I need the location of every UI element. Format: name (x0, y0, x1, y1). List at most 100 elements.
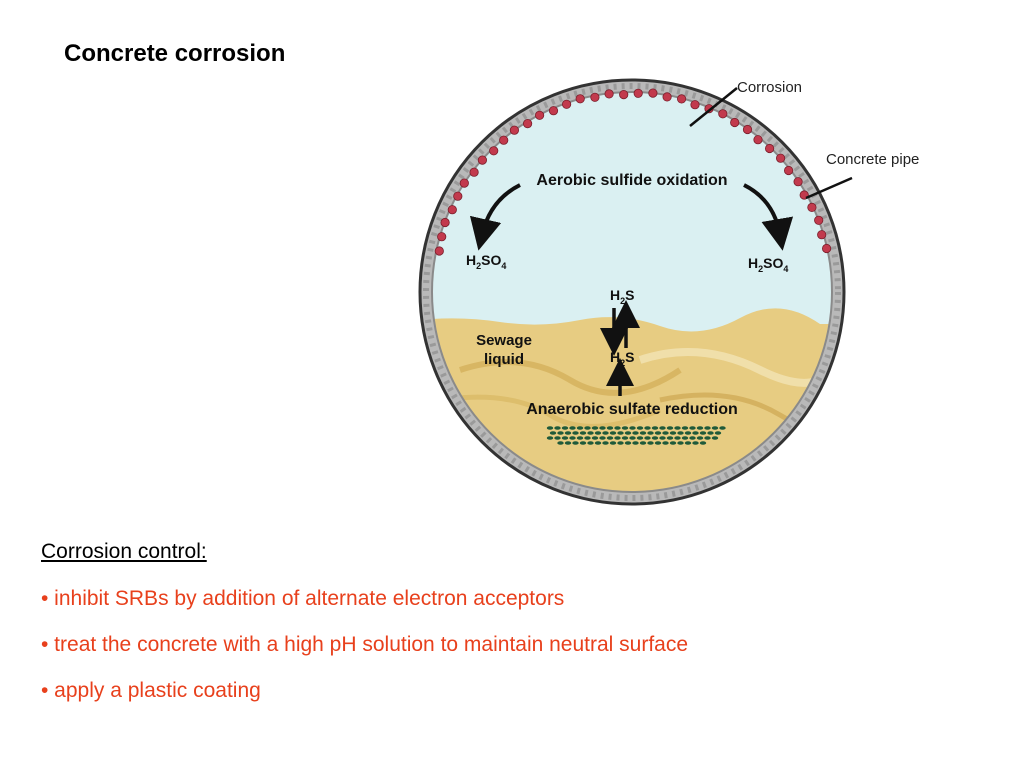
corrosion-deposit (562, 99, 572, 109)
sludge-particle (684, 431, 692, 435)
sludge-particle (714, 431, 722, 435)
sludge-particle (632, 431, 639, 435)
sludge-particle (681, 436, 689, 440)
control-bullet: • apply a plastic coating (41, 679, 261, 702)
sludge-particle (639, 431, 647, 435)
sludge-particle (711, 426, 719, 430)
corrosion-deposit (453, 191, 463, 201)
corrosion-deposit (535, 110, 545, 120)
sludge-particle (572, 441, 579, 445)
sludge-particle (707, 431, 714, 435)
sludge-particle (576, 436, 584, 440)
corrosion-deposit (783, 165, 794, 176)
sludge-particle (564, 441, 572, 445)
corrosion-deposit (807, 202, 817, 212)
corrosion-deposit (753, 135, 763, 145)
control-bullet: • treat the concrete with a high pH solu… (41, 633, 689, 656)
sludge-particle (561, 436, 569, 440)
sludge-particle (579, 441, 587, 445)
sludge-particle (654, 441, 662, 445)
sludge-particle (579, 431, 587, 435)
corrosion-deposit (548, 106, 559, 116)
sludge-particle (689, 426, 696, 430)
sludge-particle (662, 441, 669, 445)
sludge-particle (584, 426, 591, 430)
pipe-callout-line (805, 176, 853, 200)
corrosion-deposit (469, 167, 479, 177)
concrete-pipe-diagram: Corrosion Concrete pipe Aerobic sulfide … (418, 78, 919, 506)
corrosion-deposit (447, 205, 457, 215)
corrosion-deposits (434, 88, 832, 256)
corrosion-deposit (509, 125, 520, 135)
sludge-particle (674, 426, 681, 430)
control-bullet: • inhibit SRBs by addition of alternate … (41, 587, 565, 610)
sludge-particle (576, 426, 584, 430)
sludge-particle (572, 431, 579, 435)
corrosion-callout-line (689, 87, 738, 127)
sludge-particle (609, 431, 617, 435)
sludge-particle (617, 431, 624, 435)
corrosion-deposit (633, 88, 643, 98)
sludge-particle (546, 436, 554, 440)
corrosion-deposit (440, 217, 450, 228)
sludge-particle (569, 426, 576, 430)
sludge-particle (629, 436, 636, 440)
sludge-particle (554, 436, 561, 440)
sludge-particle (669, 431, 677, 435)
sludge-particle (549, 431, 557, 435)
corrosion-deposit (604, 89, 614, 99)
sludge-particle (674, 436, 681, 440)
sludge-layer (546, 426, 726, 445)
sludge-particle (609, 441, 617, 445)
sludge-particle (677, 431, 684, 435)
corrosion-deposit (793, 177, 803, 187)
sludge-particle (621, 436, 629, 440)
corrosion-deposit (575, 94, 585, 104)
sludge-particle (632, 441, 639, 445)
sludge-particle (617, 441, 624, 445)
corrosion-deposit (775, 153, 786, 163)
sludge-particle (561, 426, 569, 430)
sludge-particle (614, 436, 621, 440)
sludge-particle (666, 426, 674, 430)
sludge-particle (606, 426, 614, 430)
corrosion-deposit (499, 135, 509, 145)
sludge-particle (624, 441, 632, 445)
sludge-particle (699, 431, 707, 435)
sludge-particle (644, 426, 651, 430)
h2so4-left-label: H2SO4 (466, 252, 506, 271)
corrosion-deposit (662, 92, 672, 102)
sludge-particle (654, 431, 662, 435)
sludge-particle (591, 426, 599, 430)
corrosion-deposit (718, 109, 728, 119)
sludge-particle (651, 426, 659, 430)
sludge-particle (684, 441, 692, 445)
sludge-particle (669, 441, 677, 445)
sludge-particle (554, 426, 561, 430)
corrosion-deposit (676, 94, 687, 104)
sludge-particle (689, 436, 696, 440)
corrosion-deposit (814, 215, 824, 225)
corrosion-deposit (523, 118, 533, 129)
pipe-callout: Concrete pipe (826, 151, 919, 168)
sludge-particle (711, 436, 719, 440)
corrosion-deposit (459, 178, 469, 188)
sludge-particle (594, 441, 602, 445)
sludge-particle (704, 426, 711, 430)
sludge-particle (666, 436, 674, 440)
sludge-particle (704, 436, 711, 440)
sludge-particle (644, 436, 651, 440)
sludge-particle (651, 436, 659, 440)
sludge-particle (692, 431, 699, 435)
corrosion-control-list: • inhibit SRBs by addition of alternate … (41, 585, 688, 723)
h2so4-right-label: H2SO4 (748, 255, 788, 274)
sludge-particle (557, 441, 564, 445)
aerobic-label: Aerobic sulfide oxidation (536, 172, 727, 189)
corrosion-control-heading: Corrosion control: (41, 540, 207, 563)
sludge-particle (647, 441, 654, 445)
sludge-particle (719, 426, 726, 430)
sludge-particle (624, 431, 632, 435)
inner-wall-edge (431, 91, 833, 493)
sludge-particle (599, 436, 606, 440)
